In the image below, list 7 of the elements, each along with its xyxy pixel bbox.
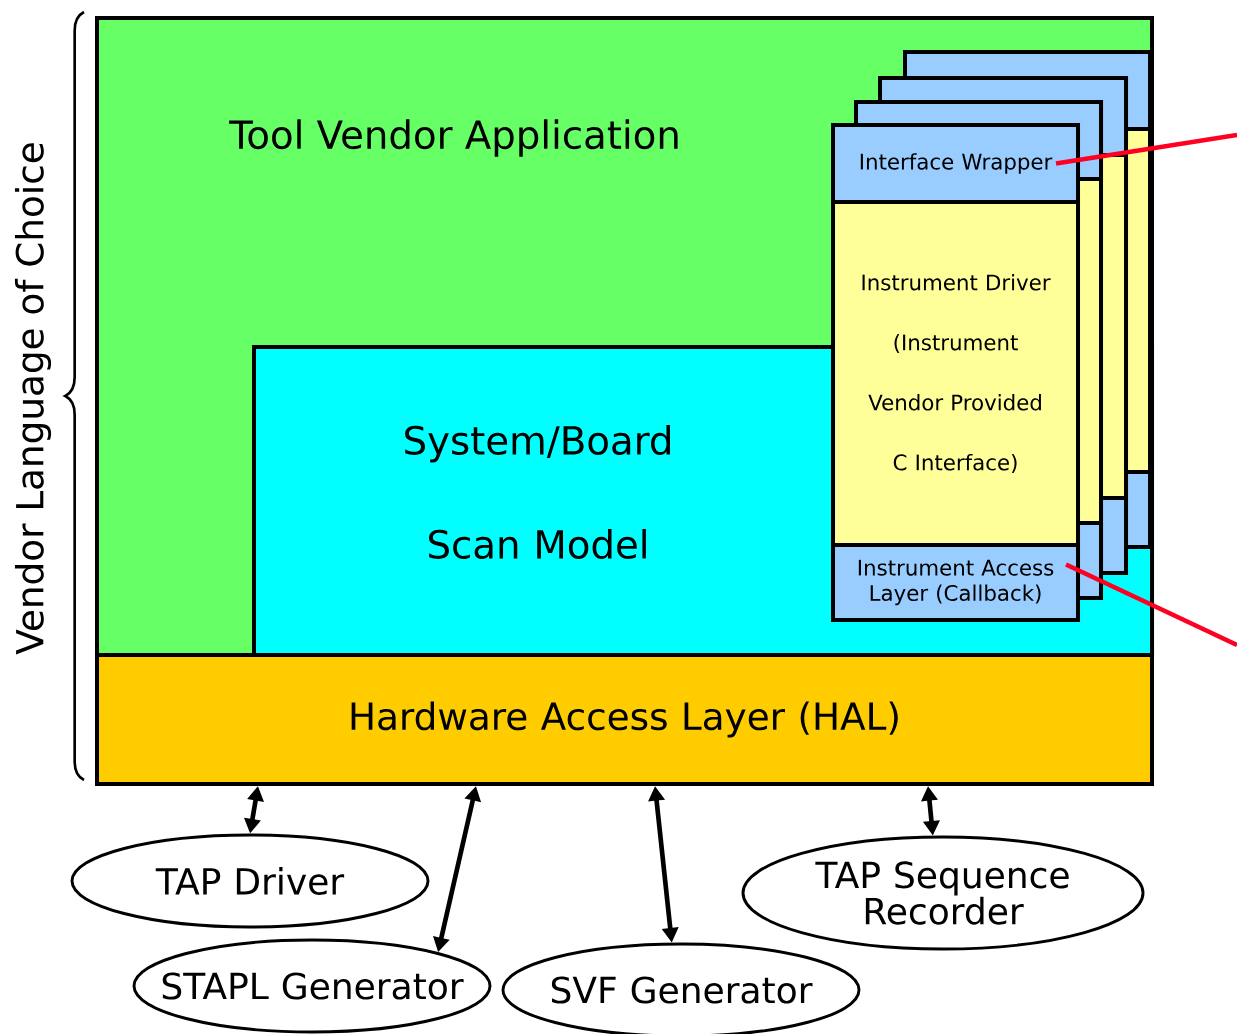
wrapper-band: Interface Wrapper: [831, 123, 1080, 204]
side-label: Vendor Language of Choice: [14, 143, 52, 655]
access-layer-band: Instrument Access Layer (Callback): [831, 543, 1080, 622]
leader-line: [1055, 132, 1237, 166]
hal-bar: Hardware Access Layer (HAL): [95, 653, 1154, 786]
leader-line: [1065, 562, 1237, 648]
driver-box: Instrument Driver (Instrument Vendor Provided C Interface): [831, 200, 1080, 547]
